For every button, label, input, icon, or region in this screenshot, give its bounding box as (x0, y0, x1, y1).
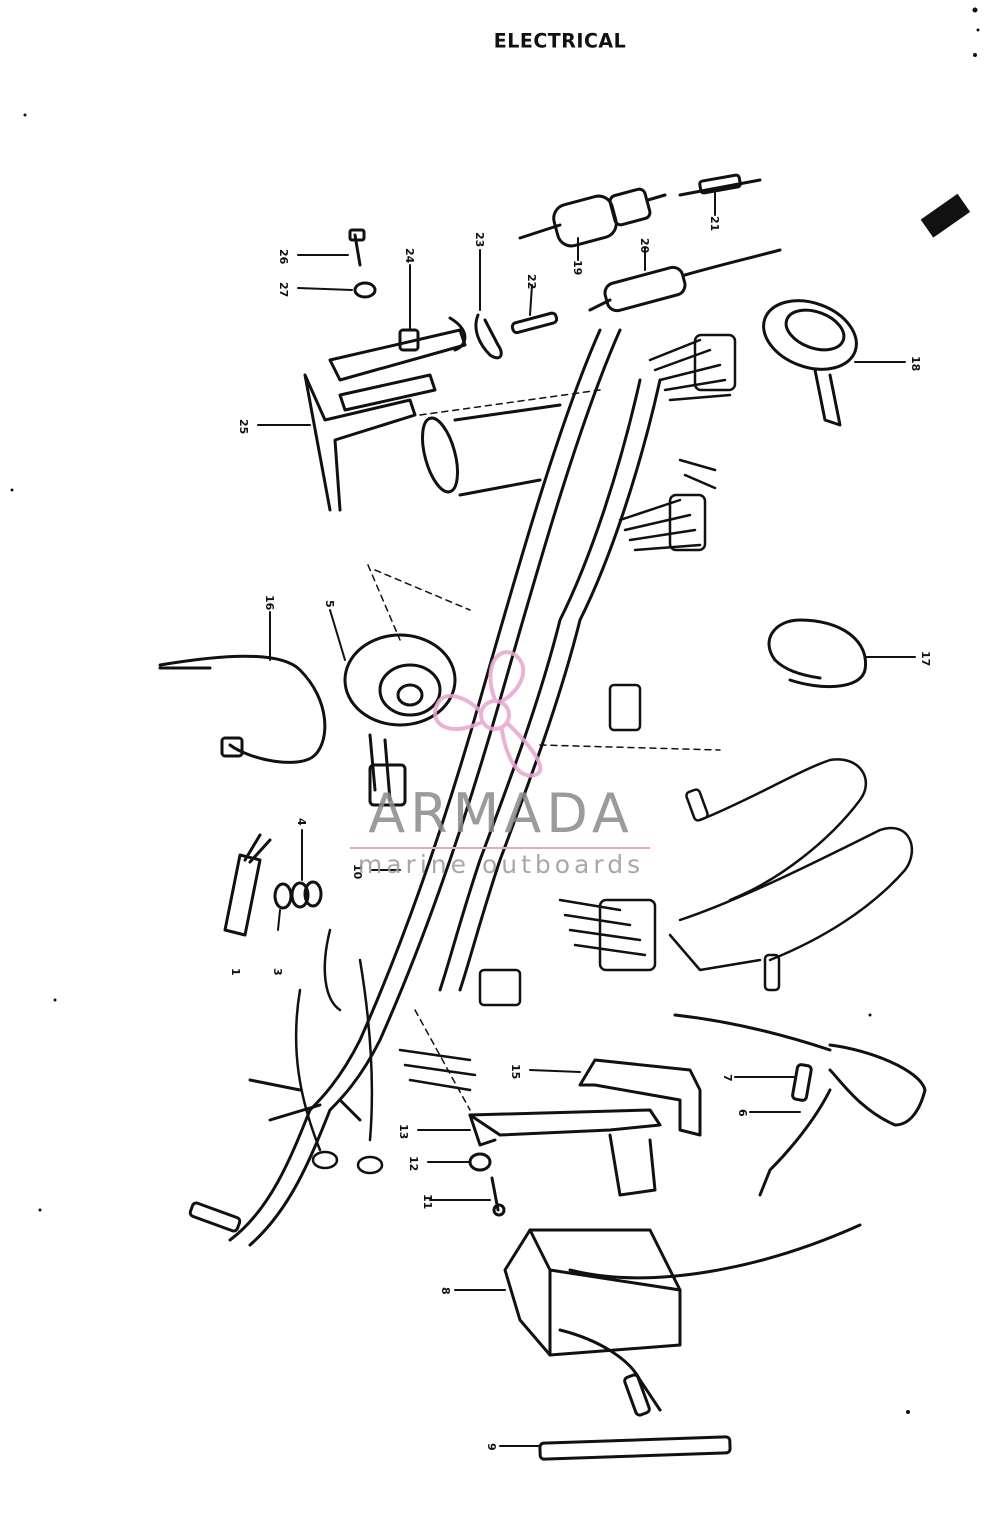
part-8-coil (503, 1223, 862, 1417)
callout-5: 5 (323, 600, 336, 608)
callout-19: 19 (571, 260, 584, 275)
callout-9: 9 (485, 1443, 498, 1451)
callout-23: 23 (473, 232, 486, 247)
part-19-relay (518, 187, 667, 248)
callout-labels: 21 19 20 23 22 24 26 27 25 18 16 5 17 4 … (229, 216, 932, 1451)
part-18-horn (762, 299, 858, 427)
grommet-tube (420, 403, 562, 497)
callout-8: 8 (439, 1287, 452, 1295)
callout-1: 1 (229, 968, 242, 976)
callout-25: 25 (237, 419, 250, 434)
part-22-clip (510, 311, 559, 335)
callout-leaders (257, 189, 916, 1447)
callout-7: 7 (721, 1074, 734, 1082)
part-23-clamp (474, 313, 503, 360)
callout-24: 24 (403, 248, 416, 264)
wiring-harness (188, 328, 662, 1247)
callout-21: 21 (708, 216, 721, 231)
part-13-bracket (468, 1108, 662, 1197)
part-11-bolt (490, 1176, 506, 1217)
callout-16: 16 (263, 595, 276, 611)
connector-bundle-lower (398, 683, 657, 1092)
watermark-propeller-icon (433, 650, 543, 778)
callout-11: 11 (421, 1194, 434, 1209)
part-21-terminal (678, 173, 762, 197)
guide-lines (367, 389, 721, 1111)
callout-3: 3 (271, 968, 284, 976)
callout-4: 4 (295, 818, 308, 826)
callout-20: 20 (638, 238, 651, 254)
callout-26: 26 (277, 249, 290, 265)
watermark-blade-left (433, 693, 484, 731)
scan-specks (10, 7, 980, 1414)
parts-1-3-4 (223, 833, 323, 937)
callout-22: 22 (525, 274, 538, 289)
part-15-cover (578, 1058, 702, 1137)
part-9-strap (538, 1435, 732, 1461)
watermark-blade-right (500, 722, 543, 778)
watermark-blade-top (488, 650, 526, 704)
callout-10: 10 (351, 864, 364, 880)
callout-6: 6 (736, 1109, 749, 1117)
callout-18: 18 (909, 356, 922, 371)
part-17-band (767, 618, 868, 689)
callout-15: 15 (509, 1064, 522, 1079)
callout-13: 13 (397, 1124, 410, 1139)
callout-27: 27 (277, 282, 290, 297)
part-16-band (158, 654, 327, 764)
callout-17: 17 (919, 651, 932, 666)
part-20-switch (588, 248, 782, 313)
page-title: ELECTRICAL (493, 29, 627, 53)
part-5-regulator (343, 633, 457, 807)
connector-bundle-upper (618, 333, 737, 552)
part-12-nut (468, 1152, 492, 1172)
frame-bracket (668, 758, 914, 992)
callout-12: 12 (407, 1156, 420, 1171)
parts-6-7-pickup (673, 1013, 927, 1197)
bracket-assembly-24-27 (303, 228, 467, 512)
lower-housing (294, 928, 384, 1175)
